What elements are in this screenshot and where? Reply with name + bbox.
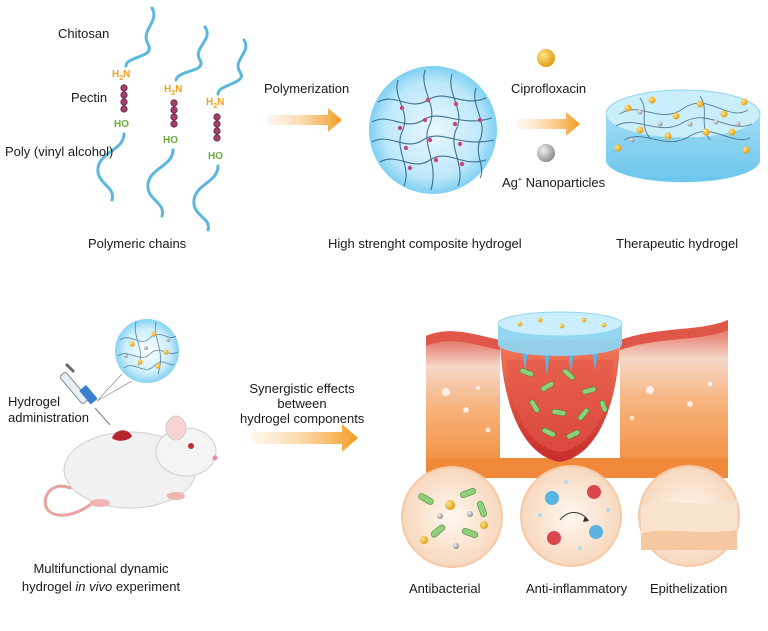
amine-group-2: H2N [164,84,183,97]
synergy-arrow [252,424,358,452]
ciprofloxacin-label: Ciprofloxacin [511,81,587,96]
caption-composite-hydrogel: High strenght composite hydrogel [328,236,522,251]
hydrogel-administration-label: Hydrogel administration [8,394,89,425]
pectin-beads [120,84,221,142]
antibacterial-circle [401,466,503,568]
ciprofloxacin-particle [537,49,555,67]
skin-wound-section [426,320,728,478]
amine-group-3: H2N [206,97,225,110]
ag-nanoparticles-label: Ag+ Nanoparticles [502,175,606,190]
in-vivo-caption: Multifunctional dynamic hydrogel in vivo… [21,561,181,594]
hydroxyl-group-2: HO [163,135,178,146]
polymerization-arrow [268,108,342,132]
hydroxyl-group-3: HO [208,151,223,162]
loading-arrow [518,112,580,136]
silver-nanoparticle [537,144,555,162]
composite-hydrogel-sphere [369,66,497,194]
synergy-label: Synergistic effects between hydrogel com… [240,381,365,426]
mouse-illustration [43,415,218,517]
callout-lines [96,373,133,402]
pva-label: Poly (vinyl alcohol) [5,144,114,159]
chitosan-chains [124,6,248,96]
antibacterial-label: Antibacterial [409,581,481,596]
caption-polymeric-chains: Polymeric chains [88,236,187,251]
anti-inflammatory-label: Anti-inflammatory [526,581,628,596]
epithelization-label: Epithelization [650,581,728,596]
injected-hydrogel-sphere [115,319,179,383]
pva-chains [96,132,220,232]
caption-therapeutic-hydrogel: Therapeutic hydrogel [616,236,739,251]
hydroxyl-group-1: HO [114,119,129,130]
wound-hydrogel-patch [497,311,623,356]
therapeutic-hydrogel-disk [605,89,761,183]
pectin-label: Pectin [71,90,108,105]
polymerization-label: Polymerization [264,81,350,96]
chitosan-label: Chitosan [58,26,110,41]
epithelization-circle [638,465,740,567]
amine-group-1: H2N [112,69,131,82]
syringe-icon [59,362,111,426]
anti-inflammatory-circle [520,465,622,567]
